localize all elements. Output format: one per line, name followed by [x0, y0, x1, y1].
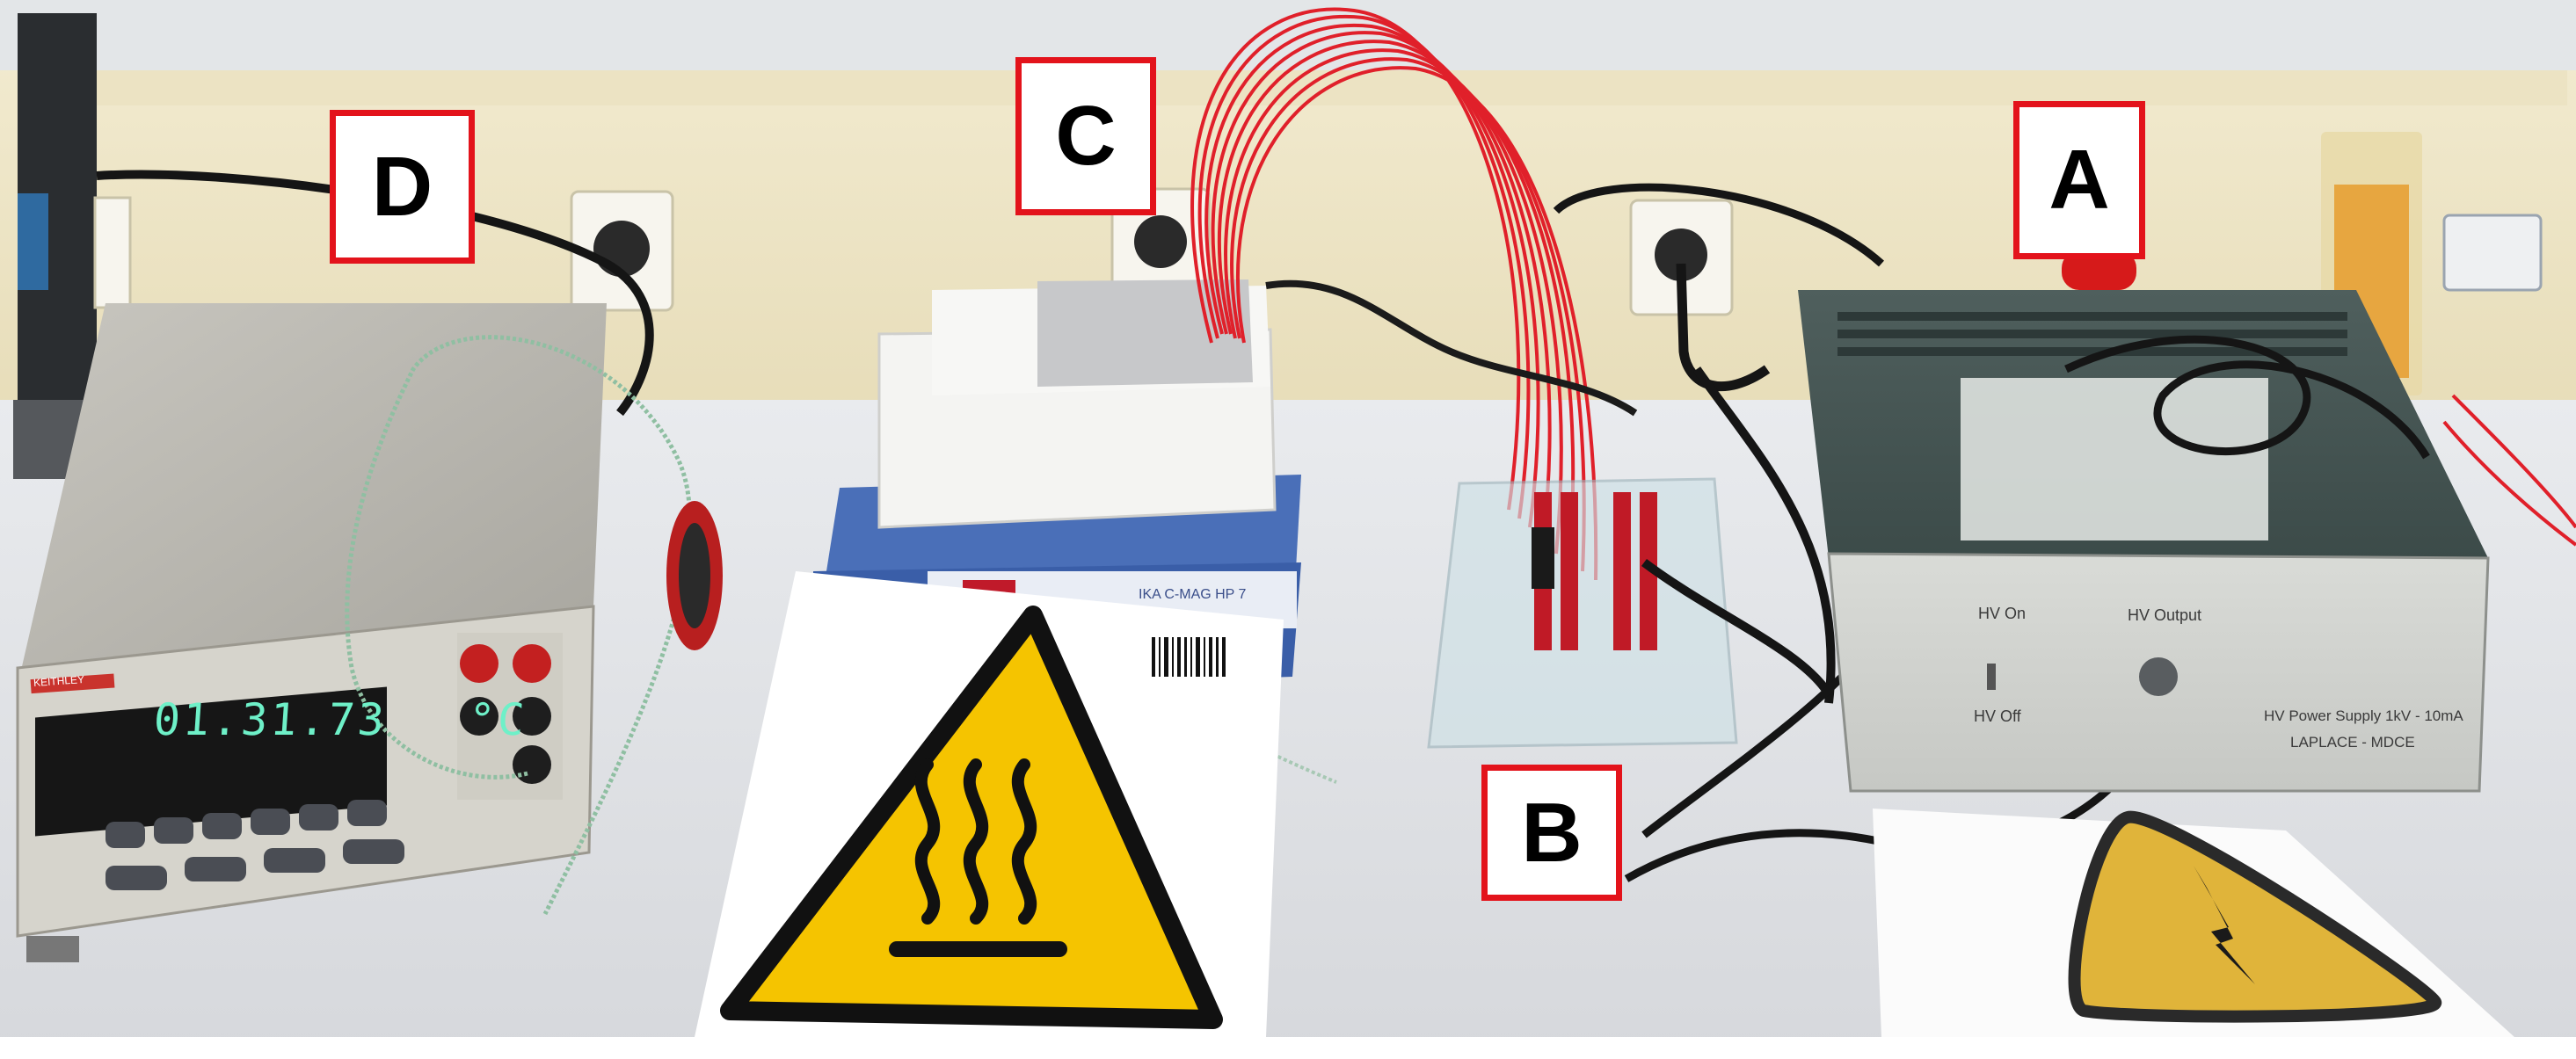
- hot-surface-warning-icon: [889, 758, 1067, 957]
- hv-on-label: HV On: [1978, 605, 2027, 622]
- hv-off-label: HV Off: [1974, 707, 2021, 725]
- wall-socket-3: [1629, 199, 1734, 316]
- dmm-unit: °C: [466, 694, 529, 745]
- photo-border-bottom: [0, 1037, 2576, 1059]
- wall-socket-1: [570, 190, 674, 312]
- hv-output-cable: [1641, 366, 1836, 704]
- wall-device: [2442, 214, 2543, 292]
- hv-top-cable-loop: [2064, 335, 2430, 460]
- callout-label-c: C: [1015, 57, 1156, 215]
- usb-cable: [1265, 279, 1638, 417]
- wall-socket-4: [93, 196, 132, 309]
- dmm-readout: 01.31.73 °C: [152, 694, 528, 745]
- probe-wire-bundle: [1190, 7, 1598, 581]
- hot-surface-warning-sign: [695, 571, 1284, 1037]
- hotplate-brand-label: IKA C-MAG HP 7: [1139, 587, 1247, 602]
- computer-monitor: [13, 13, 97, 479]
- high-voltage-warning-sign: [1873, 809, 2514, 1037]
- thermocouple-wire: [345, 335, 693, 916]
- dmm-brand-plate: [30, 673, 115, 694]
- ceiling-strip: [0, 0, 2576, 70]
- hv-red-cables: [2442, 394, 2576, 547]
- callout-label-a: A: [2013, 101, 2145, 259]
- digital-multimeter: [16, 303, 607, 962]
- wall-socket-2: [1110, 187, 1211, 301]
- hv-output-label: HV Output: [2128, 606, 2202, 624]
- electrode-holder: [1427, 477, 1738, 749]
- callout-label-d: D: [330, 110, 475, 264]
- hv-power-supply: [1798, 290, 2490, 793]
- dmm-value: 01.31.73: [151, 694, 389, 745]
- barcode-icon: [1152, 637, 1226, 677]
- callout-label-b: B: [1481, 765, 1622, 901]
- hv-name-line1: HV Power Supply 1kV - 10mA: [2264, 707, 2463, 724]
- emergency-stop-button: [2062, 250, 2136, 290]
- wire-spool: [666, 501, 723, 650]
- mains-cable-d: [96, 170, 654, 417]
- mains-cable-wall: [1553, 183, 1885, 267]
- hv-name-line2: LAPLACE - MDCE: [2290, 734, 2415, 751]
